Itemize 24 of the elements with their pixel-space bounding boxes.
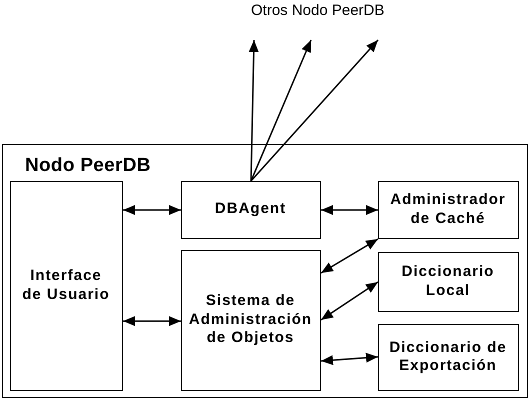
container-title: Nodo PeerDB: [25, 156, 151, 176]
process-box: [180, 180, 320, 238]
double-arrow: [320, 281, 378, 321]
component-label: Diccionario de Exportación: [388, 338, 508, 376]
double-arrow: [123, 316, 181, 326]
process-box: [378, 324, 518, 390]
component-label: Administrador de Caché: [389, 191, 507, 228]
arrow: [250, 40, 379, 182]
double-arrow: [320, 238, 378, 274]
process-box: [10, 180, 122, 390]
destination-label: Otros Nodo PeerDB: [251, 2, 384, 19]
arrow: [250, 40, 312, 182]
double-arrow: [321, 205, 378, 215]
process-box: [378, 252, 518, 312]
arrow: [248, 40, 259, 182]
process-box: [378, 180, 518, 238]
process-box: [180, 250, 320, 390]
component-label: Diccionario Local: [400, 263, 496, 300]
double-arrow: [320, 352, 378, 366]
component-label: Interface de Usuario: [21, 267, 111, 304]
component-label: DBAgent: [214, 200, 286, 219]
component-label: Sistema de Administración de Objetos: [188, 292, 314, 348]
container-panel: [2, 144, 528, 398]
double-arrow: [123, 204, 181, 215]
